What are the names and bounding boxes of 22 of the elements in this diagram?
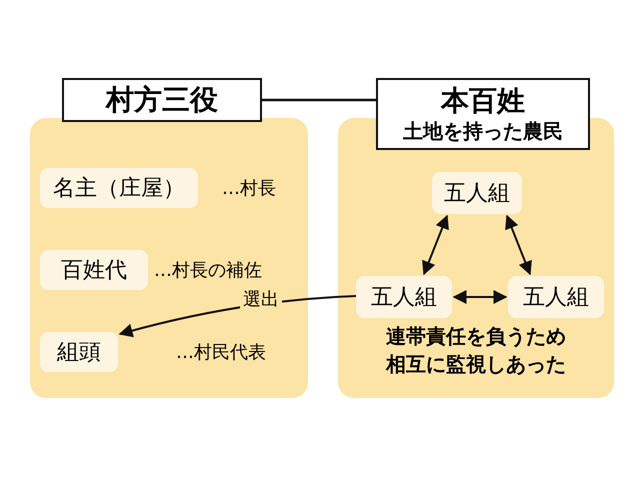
edge-label: 選出 <box>240 287 282 311</box>
header-box <box>376 78 590 150</box>
connector-line <box>262 98 376 102</box>
role-box: 名主（庄屋） <box>40 168 198 208</box>
group-box: 五人組 <box>356 276 452 318</box>
header-box <box>62 78 262 122</box>
panel-background <box>30 118 308 398</box>
arrow <box>452 290 508 304</box>
group-box: 五人組 <box>508 276 604 318</box>
role-box: 組頭 <box>40 332 118 372</box>
panel-background <box>338 118 614 398</box>
arrow <box>422 214 449 276</box>
arrow <box>505 214 532 276</box>
title-text: 村方三役 <box>106 83 218 117</box>
side-note: …村長の補佐 <box>154 259 262 282</box>
side-note: …村長 <box>222 177 276 200</box>
note-text: 連帯責任を負うため相互に監視しあった <box>384 323 567 378</box>
side-note: …村民代表 <box>176 341 266 364</box>
group-box: 五人組 <box>432 172 522 214</box>
subtitle-text: 土地を持った農民 <box>403 118 563 144</box>
title-text: 本百姓 <box>441 84 525 118</box>
role-box: 百姓代 <box>40 250 148 290</box>
